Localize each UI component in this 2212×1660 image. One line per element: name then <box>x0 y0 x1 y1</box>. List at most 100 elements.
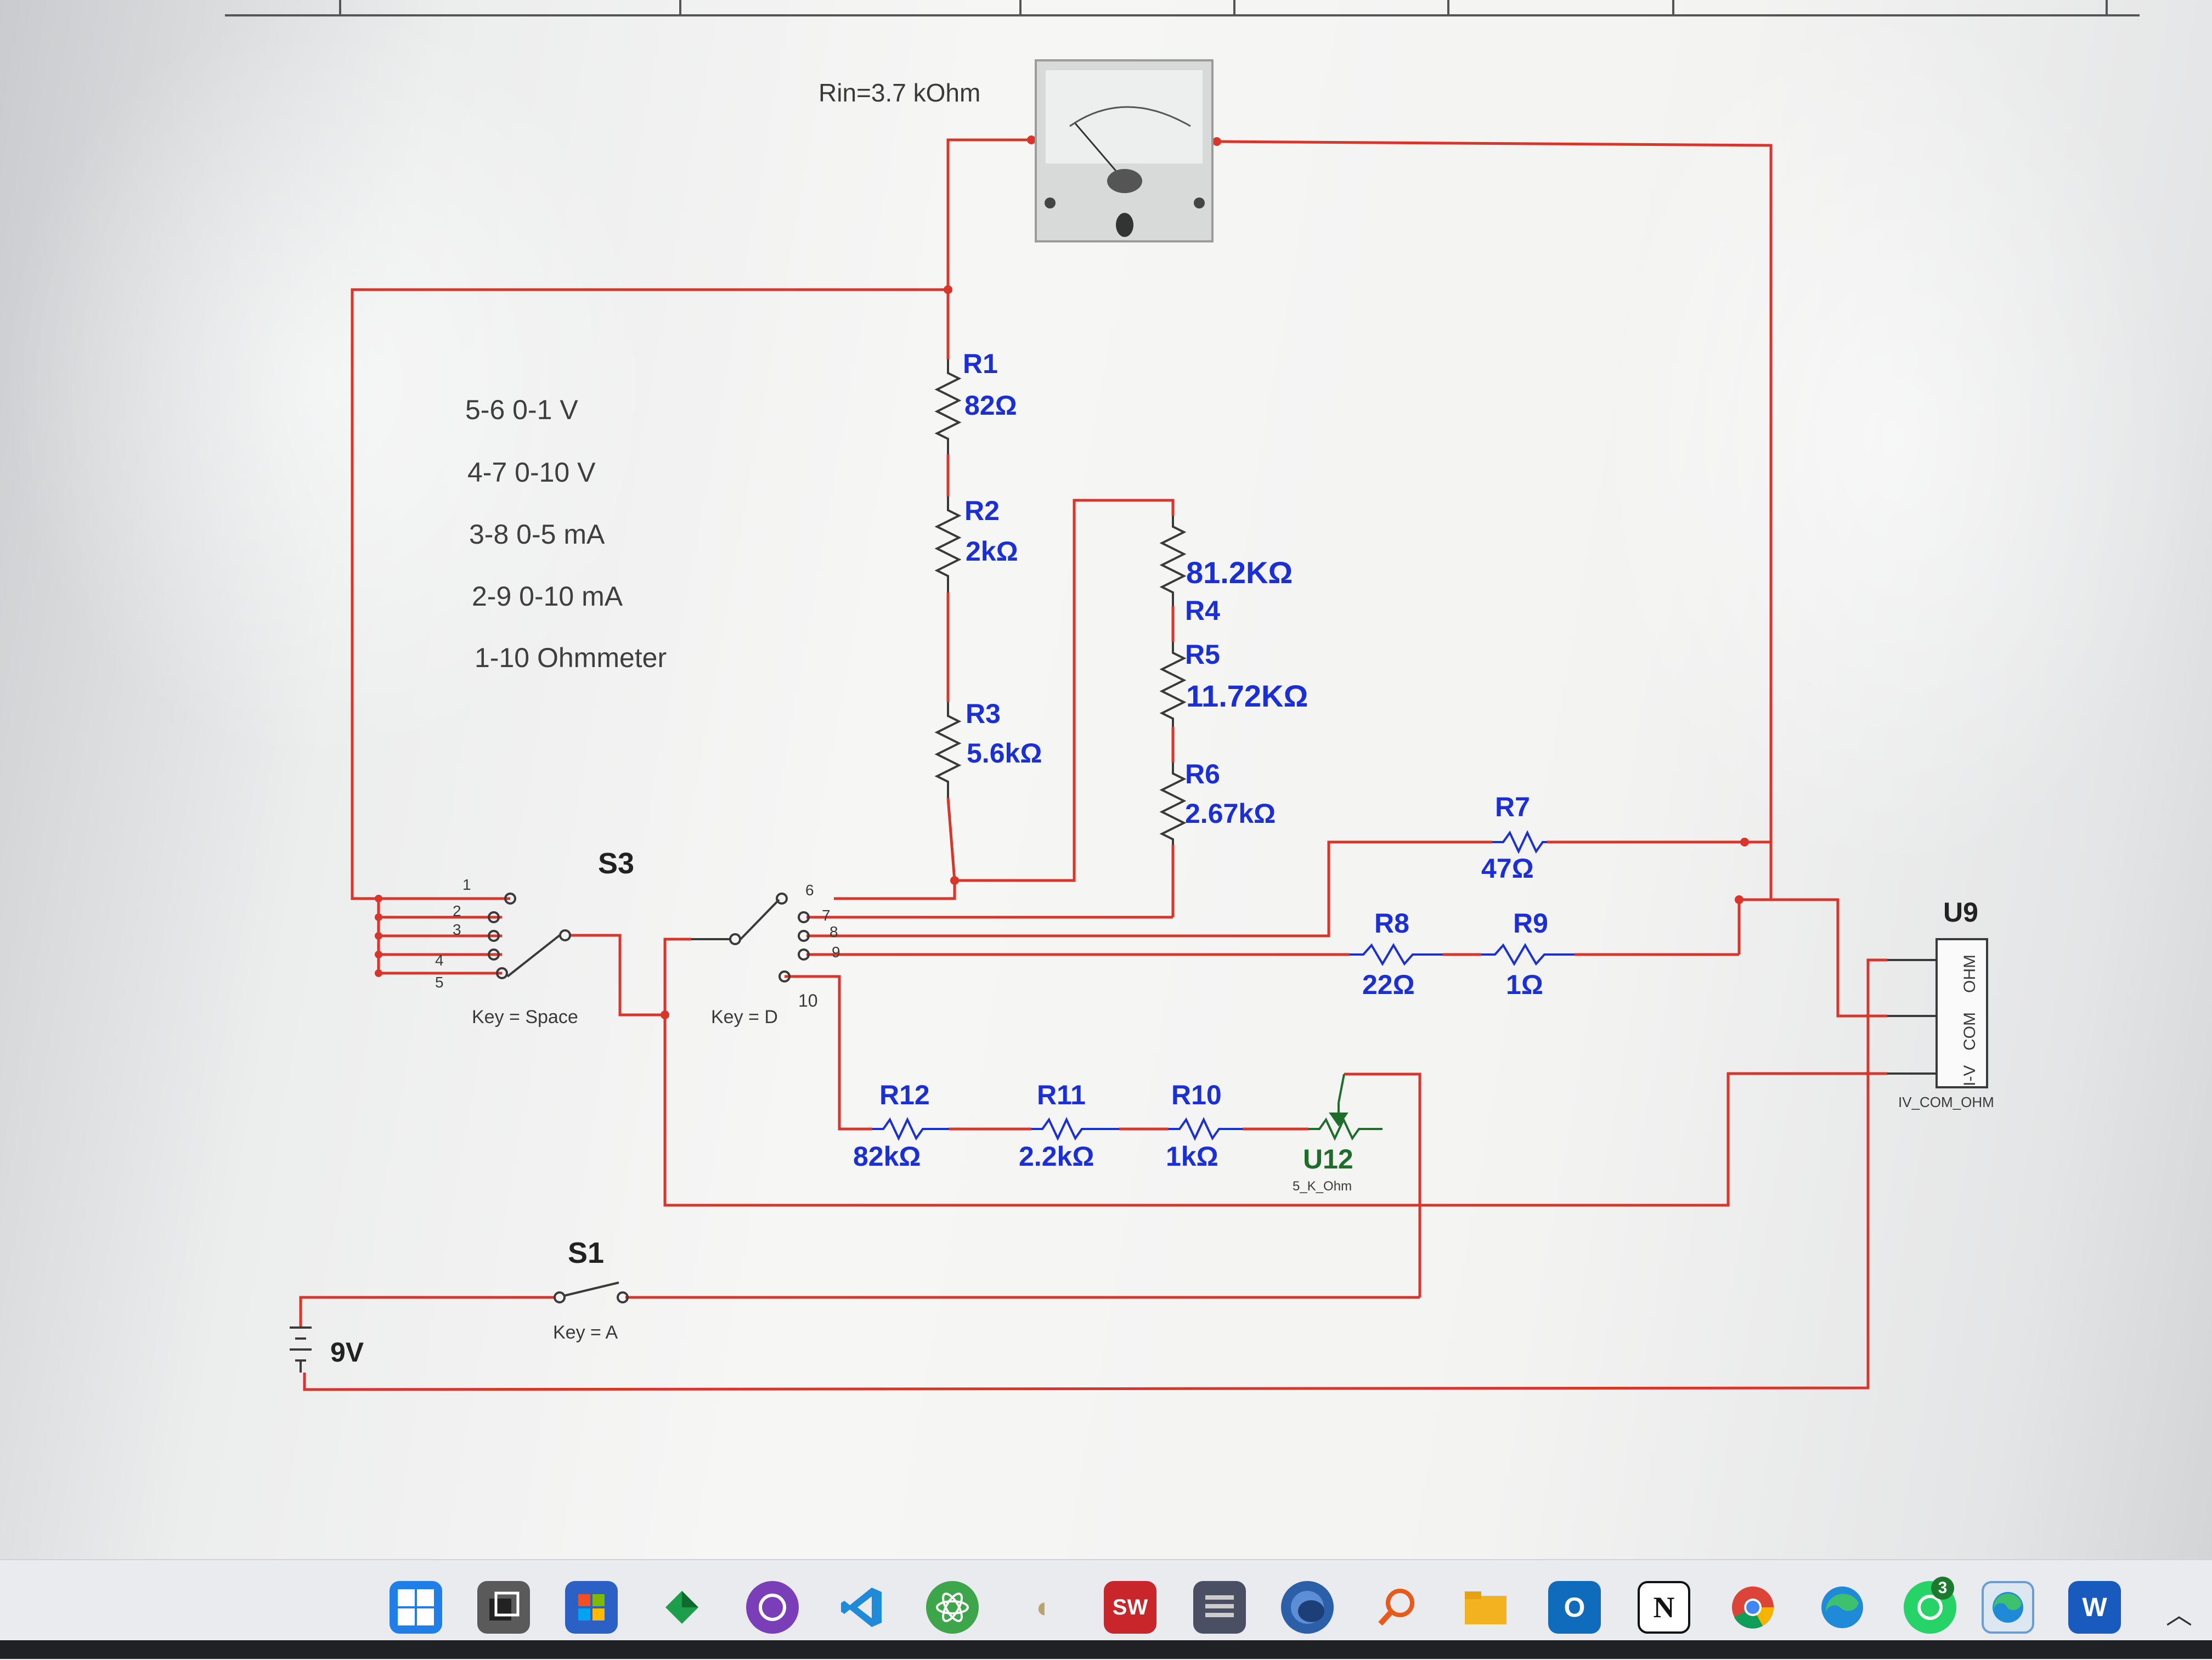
analog-meter[interactable] <box>1035 59 1214 242</box>
wires <box>299 138 1887 1391</box>
r3-symbol <box>934 702 962 798</box>
task-view-icon[interactable] <box>477 1581 530 1634</box>
app-icon-8[interactable]: ◖ <box>1032 1591 1051 1624</box>
r1-value: 82Ω <box>964 390 1017 421</box>
r10-value: 1kΩ <box>1166 1141 1218 1172</box>
r6-symbol <box>1159 763 1187 845</box>
s3-pin-1: 1 <box>462 876 471 893</box>
monitor-bezel <box>0 1640 2212 1659</box>
multisim-icon[interactable] <box>1193 1581 1246 1634</box>
r5-name: R5 <box>1185 639 1220 670</box>
r5-symbol <box>1159 642 1187 727</box>
microsoft-store-icon[interactable] <box>565 1581 618 1634</box>
s1-switch[interactable] <box>554 1281 629 1303</box>
r11-symbol <box>1031 1117 1119 1141</box>
r12-symbol <box>872 1117 949 1141</box>
media-icon[interactable] <box>656 1581 708 1634</box>
r12-name: R12 <box>879 1080 930 1110</box>
u12-sub: 5_K_Ohm <box>1293 1179 1352 1194</box>
meter-rin-label: Rin=3.7 kOhm <box>819 78 980 107</box>
u12-potentiometer[interactable] <box>1308 1074 1383 1141</box>
s3-pin-7: 7 <box>822 907 831 924</box>
mode-note-4: 2-9 0-10 mA <box>472 581 623 612</box>
search-app-icon[interactable] <box>1370 1581 1423 1634</box>
s3-pin-4: 4 <box>435 952 444 969</box>
mode-note-1: 5-6 0-1 V <box>465 394 578 425</box>
r9-symbol <box>1481 943 1575 966</box>
vscode-icon[interactable] <box>836 1581 888 1634</box>
s3-pin-10: 10 <box>798 991 818 1010</box>
resistor-symbols <box>872 359 1575 1141</box>
s3-pin-9: 9 <box>832 944 840 961</box>
battery-label: 9V <box>330 1337 364 1368</box>
s1-name: S1 <box>568 1236 604 1269</box>
u9-multimeter[interactable] <box>1887 938 1988 1088</box>
word-icon[interactable]: W <box>2068 1581 2121 1634</box>
r7-symbol <box>1492 830 1547 854</box>
s3-pin-5: 5 <box>435 974 444 991</box>
solidworks-icon[interactable]: SW <box>1104 1581 1156 1634</box>
r4-symbol <box>1159 516 1187 606</box>
s3-pin-6: 6 <box>805 882 814 899</box>
u9-pin-ohm: OHM <box>1961 955 1979 993</box>
r3-name: R3 <box>966 698 1001 729</box>
s3-key-left: Key = Space <box>472 1007 578 1027</box>
r12-value: 82kΩ <box>853 1141 921 1172</box>
r6-name: R6 <box>1185 759 1220 789</box>
r2-value: 2kΩ <box>966 536 1018 567</box>
r3-value: 5.6kΩ <box>967 738 1042 769</box>
r7-name: R7 <box>1495 792 1530 822</box>
app-icon-11[interactable] <box>1281 1581 1334 1634</box>
r2-name: R2 <box>964 495 1000 526</box>
circuit-schematic: Rin=3.7 kOhm R1 82Ω R2 2kΩ R3 5.6kΩ 81.2… <box>225 0 2140 1391</box>
u9-pin-iv: I-V <box>1961 1065 1979 1086</box>
outlook-icon[interactable]: O <box>1548 1581 1601 1634</box>
u9-pin-com: COM <box>1961 1012 1979 1051</box>
chrome-icon[interactable] <box>1726 1581 1779 1634</box>
chevron-up-icon[interactable]: ︿ <box>2166 1601 2193 1630</box>
r1-name: R1 <box>963 348 998 379</box>
junctions <box>375 135 1749 1019</box>
s3-switch[interactable] <box>488 893 810 983</box>
r1-symbol <box>934 359 962 454</box>
r8-name: R8 <box>1374 908 1409 939</box>
s3-pin-8: 8 <box>830 923 838 940</box>
u9-sub: IV_COM_OHM <box>1898 1094 1994 1110</box>
s3-pin-2: 2 <box>453 902 461 919</box>
s1-key: Key = A <box>553 1322 618 1343</box>
r9-value: 1Ω <box>1506 969 1543 1000</box>
s3-key-right: Key = D <box>711 1007 778 1027</box>
s3-name: S3 <box>598 847 634 880</box>
r9-name: R9 <box>1513 908 1548 939</box>
r5-value: 11.72KΩ <box>1186 679 1308 713</box>
schematic-canvas[interactable]: Rin=3.7 kOhm R1 82Ω R2 2kΩ R3 5.6kΩ 81.2… <box>0 0 2212 1558</box>
mode-note-5: 1-10 Ohmmeter <box>475 642 667 673</box>
u12-name: U12 <box>1303 1144 1353 1175</box>
r8-value: 22Ω <box>1362 969 1415 1000</box>
u9-name: U9 <box>1943 897 1978 928</box>
sheet-border <box>225 0 2140 16</box>
notion-icon[interactable]: N <box>1638 1581 1690 1634</box>
file-explorer-icon[interactable] <box>1459 1581 1512 1634</box>
r11-name: R11 <box>1037 1080 1086 1110</box>
whatsapp-badge: 3 <box>1931 1577 1954 1600</box>
r7-value: 47Ω <box>1481 853 1534 884</box>
r4-name: R4 <box>1185 595 1220 626</box>
r11-value: 2.2kΩ <box>1019 1141 1094 1172</box>
r10-symbol <box>1169 1117 1243 1141</box>
battery-9v <box>290 1326 312 1373</box>
mode-note-3: 3-8 0-5 mA <box>469 519 605 550</box>
windows-start-icon[interactable] <box>390 1581 442 1634</box>
github-desktop-icon[interactable] <box>746 1581 799 1634</box>
r10-name: R10 <box>1171 1080 1222 1110</box>
edge-icon[interactable] <box>1816 1581 1869 1634</box>
s3-pin-3: 3 <box>453 921 461 938</box>
atom-icon[interactable] <box>926 1581 979 1634</box>
r4-value: 81.2KΩ <box>1186 555 1293 590</box>
r2-symbol <box>934 496 962 592</box>
r6-value: 2.67kΩ <box>1185 798 1276 829</box>
edge-dev-icon[interactable] <box>1982 1581 2034 1634</box>
mode-note-2: 4-7 0-10 V <box>467 457 596 488</box>
r8-symbol <box>1350 943 1443 966</box>
